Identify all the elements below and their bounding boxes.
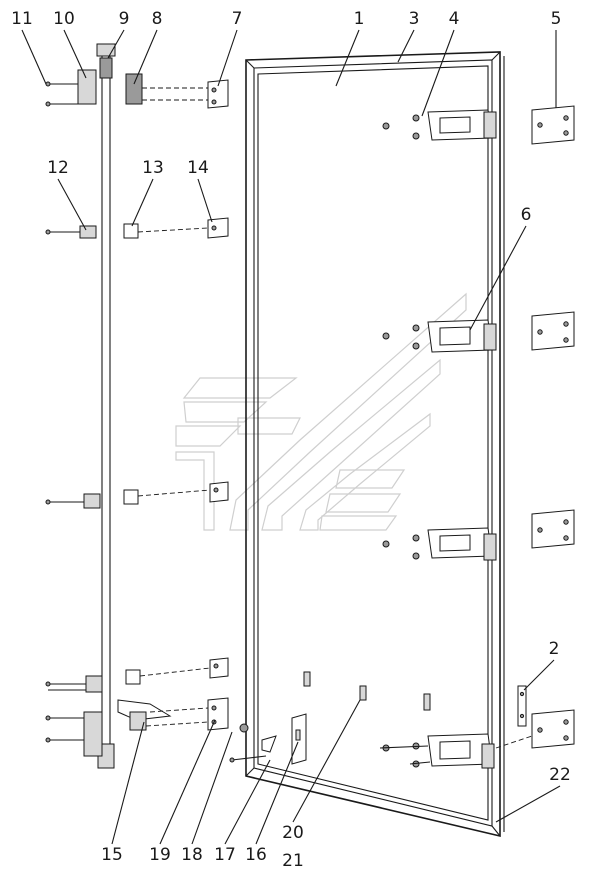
hinge-top xyxy=(427,109,497,141)
leader-line-7 xyxy=(217,29,238,87)
callout-22: 22 xyxy=(549,765,571,785)
door-frame xyxy=(245,51,505,838)
cover-plates xyxy=(495,105,575,749)
hinge-mid-lower xyxy=(427,527,497,561)
callout-10: 10 xyxy=(53,9,75,29)
leader-line-13 xyxy=(131,178,154,227)
hinge-screws xyxy=(379,114,431,768)
leader-line-6 xyxy=(469,225,527,331)
hinge-mid-upper xyxy=(427,319,497,353)
rod-guides xyxy=(45,69,229,757)
hinge-group xyxy=(379,109,497,769)
leader-line-10 xyxy=(63,29,87,79)
callout-5: 5 xyxy=(551,9,562,29)
callout-3: 3 xyxy=(409,9,420,29)
callout-14: 14 xyxy=(187,158,209,178)
callout-9: 9 xyxy=(119,9,130,29)
leader-line-8 xyxy=(133,29,158,85)
leader-line-12 xyxy=(57,178,87,231)
leader-line-16 xyxy=(255,741,299,845)
callout-16: 16 xyxy=(245,845,267,865)
leader-line-4 xyxy=(421,29,455,117)
callout-7: 7 xyxy=(232,9,243,29)
callout-21: 21 xyxy=(282,851,304,871)
leader-line-11 xyxy=(21,29,47,85)
callout-20: 20 xyxy=(282,823,304,843)
hinge-bottom xyxy=(427,733,495,769)
leader-line-14 xyxy=(197,178,213,223)
leader-line-19 xyxy=(159,719,216,845)
watermark-logo xyxy=(175,292,467,531)
callout-19: 19 xyxy=(149,845,171,865)
callout-1: 1 xyxy=(354,9,365,29)
leader-line-9 xyxy=(107,29,125,59)
leader-line-15 xyxy=(111,721,145,845)
locking-rod xyxy=(96,43,116,769)
leader-line-2 xyxy=(523,659,555,691)
bracket-part-2 xyxy=(517,685,527,727)
callout-2: 2 xyxy=(549,639,560,659)
callout-4: 4 xyxy=(449,9,460,29)
leader-line-17 xyxy=(224,759,271,845)
callout-6: 6 xyxy=(521,205,532,225)
leader-line-22 xyxy=(495,785,561,823)
callout-11: 11 xyxy=(11,9,33,29)
callout-15: 15 xyxy=(101,845,123,865)
leader-line-18 xyxy=(191,731,233,845)
callout-12: 12 xyxy=(47,158,69,178)
leader-line-1 xyxy=(335,29,360,87)
callout-8: 8 xyxy=(152,9,163,29)
callout-17: 17 xyxy=(214,845,236,865)
callout-18: 18 xyxy=(181,845,203,865)
callout-13: 13 xyxy=(142,158,164,178)
lock-parts xyxy=(229,671,431,765)
leader-line-20 xyxy=(292,699,361,823)
leader-line-3 xyxy=(397,29,415,63)
